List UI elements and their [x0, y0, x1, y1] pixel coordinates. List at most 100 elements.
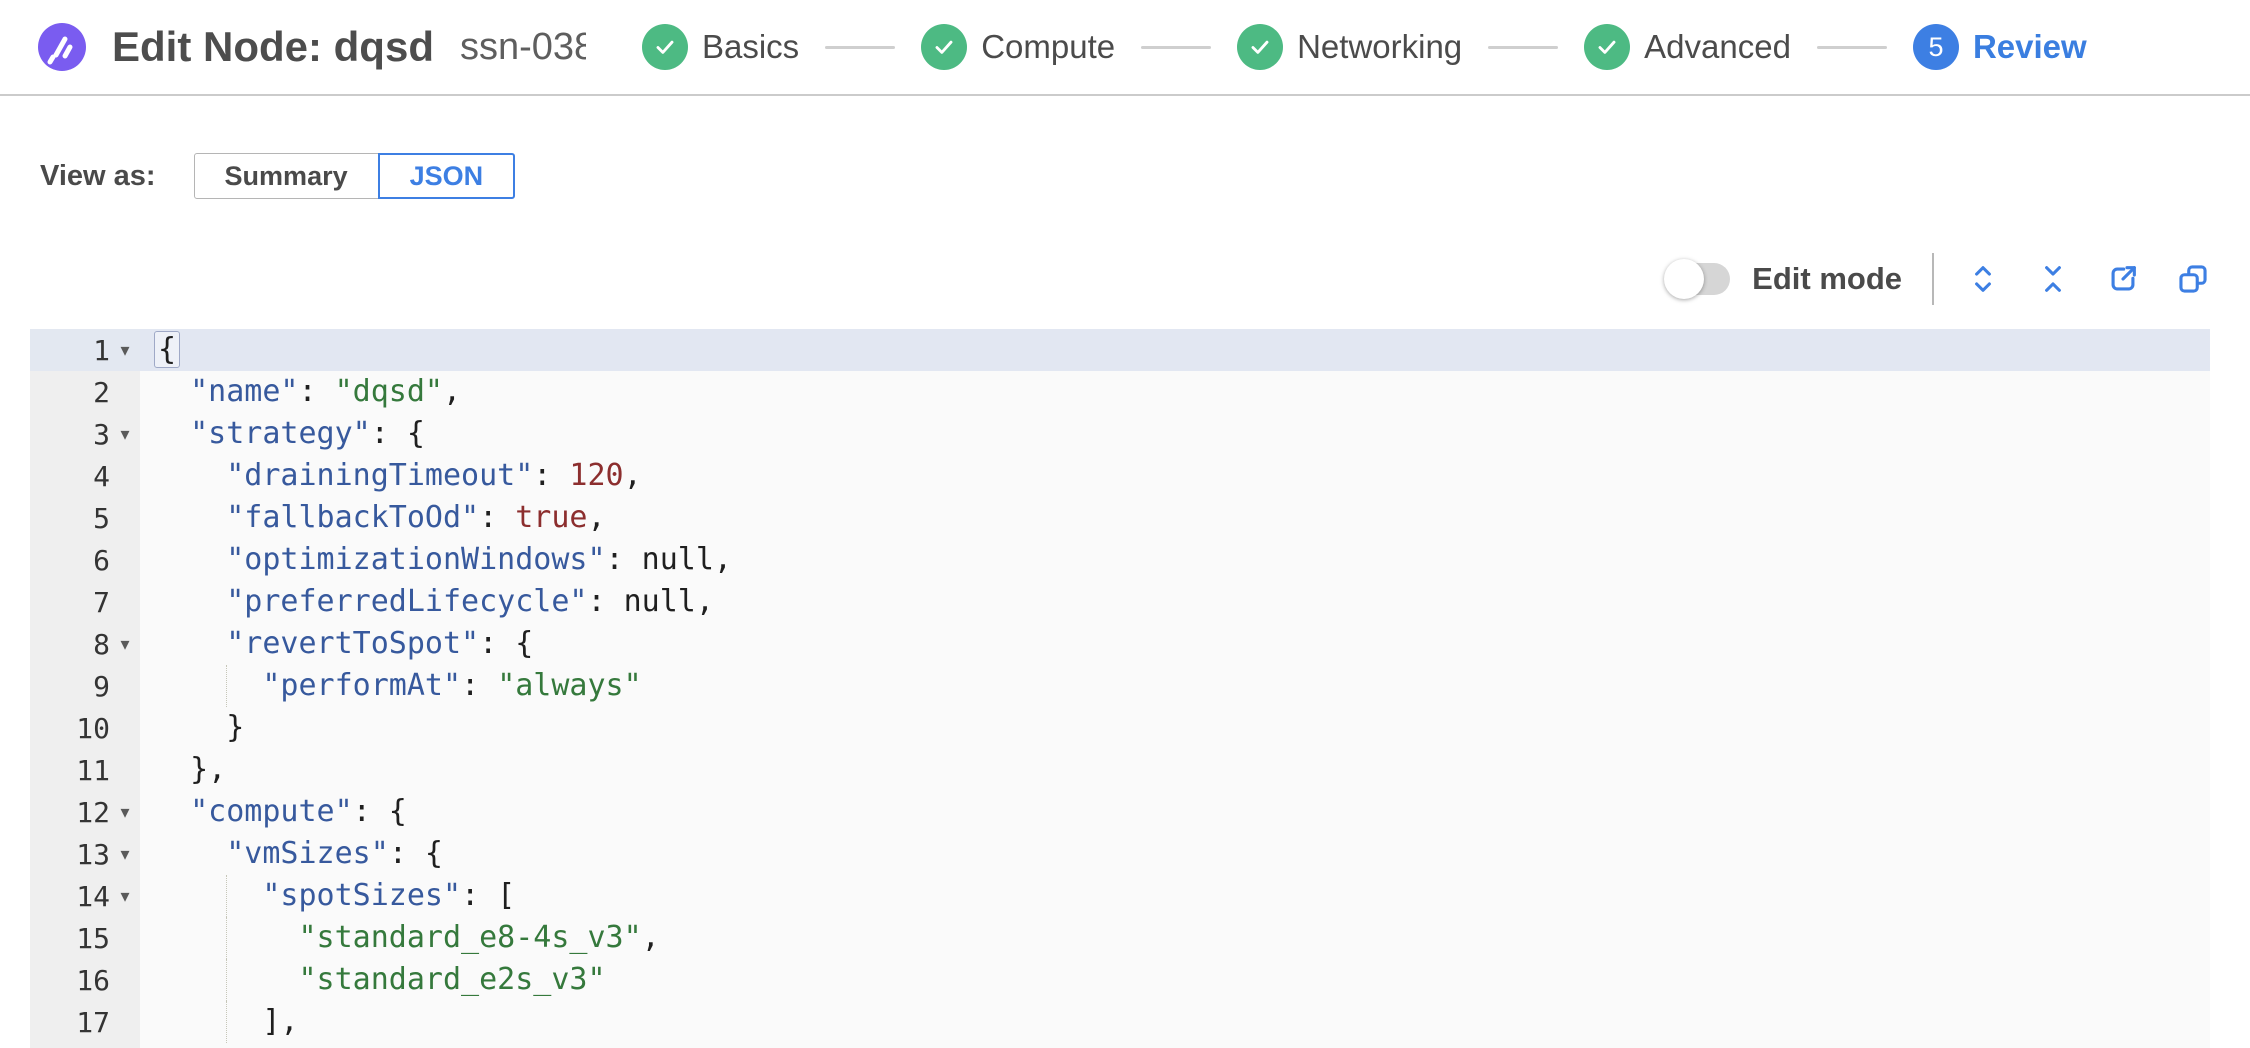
code-line[interactable]: { — [140, 329, 2210, 371]
code-token — [154, 878, 262, 913]
code-token — [154, 836, 226, 871]
toggle-knob[interactable] — [1664, 259, 1705, 299]
code-token: { — [154, 331, 181, 368]
code-token: , — [443, 374, 462, 409]
code-token: "standard_e2s_v3" — [298, 962, 606, 997]
code-token — [154, 500, 226, 535]
fold-arrow-icon[interactable]: ▾ — [120, 423, 130, 445]
line-number: 3 — [93, 417, 110, 451]
code-token: : — [298, 374, 335, 409]
code-token: : — [533, 458, 570, 493]
step-compute[interactable]: Compute — [921, 24, 1115, 70]
code-line[interactable]: "spotSizes": [ — [140, 875, 2210, 917]
fold-arrow-icon[interactable]: ▾ — [120, 339, 130, 361]
gutter-cell: 2 — [30, 371, 140, 413]
step-networking[interactable]: Networking — [1237, 24, 1462, 70]
expand-vertical-icon[interactable] — [1966, 262, 2000, 296]
fold-arrow-icon[interactable]: ▾ — [120, 633, 130, 655]
fold-arrow-icon[interactable]: ▾ — [120, 801, 130, 823]
step-connector — [1488, 45, 1559, 49]
line-number: 16 — [76, 963, 110, 997]
step-connector — [1816, 45, 1887, 49]
code-token: : — [587, 584, 624, 619]
code-token: "dqsd" — [334, 374, 443, 409]
step-label: Advanced — [1644, 28, 1791, 65]
step-basics[interactable]: Basics — [641, 24, 799, 70]
edit-mode-toggle[interactable] — [1664, 259, 1731, 299]
code-line[interactable]: ], — [140, 1001, 2210, 1043]
check-icon — [641, 24, 688, 70]
code-token: : — [461, 668, 498, 703]
export-icon[interactable] — [2106, 262, 2140, 296]
code-token — [154, 584, 226, 619]
step-label: Networking — [1297, 28, 1463, 65]
fold-arrow-icon[interactable]: ▾ — [120, 885, 130, 907]
editor-toolbar: Edit mode — [0, 249, 2210, 309]
gutter-cell: 9 — [30, 665, 140, 707]
code-line[interactable]: }, — [140, 749, 2210, 791]
line-number: 5 — [93, 501, 110, 535]
copy-icon[interactable] — [2176, 262, 2210, 296]
code-token: "drainingTimeout" — [226, 458, 534, 493]
code-line[interactable]: "strategy": { — [140, 413, 2210, 455]
code-line[interactable]: "standard_e2s_v3" — [140, 959, 2210, 1001]
code-token: : { — [479, 626, 534, 661]
code-line[interactable]: "optimizationWindows": null, — [140, 539, 2210, 581]
gutter-cell: 5 — [30, 497, 140, 539]
indent-guide — [226, 1001, 228, 1043]
code-token: null — [641, 542, 714, 577]
line-number: 2 — [93, 375, 110, 409]
step-connector — [1141, 45, 1212, 49]
gutter-cell: 10 — [30, 707, 140, 749]
code-token: 120 — [569, 458, 624, 493]
step-label: Compute — [981, 28, 1116, 65]
indent-guide — [226, 959, 228, 1001]
code-line[interactable]: "name": "dqsd", — [140, 371, 2210, 413]
code-token: : { — [352, 794, 407, 829]
gutter-cell: 17 — [30, 1001, 140, 1043]
json-button[interactable]: JSON — [377, 153, 516, 199]
code-token: } — [154, 710, 245, 745]
collapse-vertical-icon[interactable] — [2036, 262, 2070, 296]
code-line[interactable]: "fallbackToOd": true, — [140, 497, 2210, 539]
step-advanced[interactable]: Advanced — [1584, 24, 1791, 70]
gutter-cell: 8▾ — [30, 623, 140, 665]
line-number: 14 — [76, 879, 110, 913]
code-token: }, — [154, 752, 227, 787]
page-title: Edit Node: dqsd — [112, 23, 434, 70]
code-token — [154, 374, 190, 409]
step-label: Review — [1972, 28, 2087, 65]
fold-arrow-icon[interactable]: ▾ — [120, 843, 130, 865]
step-review[interactable]: 5 Review — [1912, 24, 2087, 70]
view-as-row: View as: Summary JSON — [40, 153, 2250, 199]
code-line[interactable]: } — [140, 707, 2210, 749]
wizard-stepper: Basics Compute Networking Advanced 5 — [641, 24, 2087, 70]
code-token — [154, 668, 262, 703]
code-token: "compute" — [190, 794, 353, 829]
code-line[interactable]: "revertToSpot": { — [140, 623, 2210, 665]
code-token: null — [623, 584, 696, 619]
code-token: : { — [388, 836, 443, 871]
gutter-cell: 13▾ — [30, 833, 140, 875]
code-token — [154, 542, 226, 577]
code-token: , — [623, 458, 642, 493]
code-token — [154, 794, 190, 829]
code-token — [154, 458, 226, 493]
code-line[interactable]: "vmSizes": { — [140, 833, 2210, 875]
code-line[interactable]: "performAt": "always" — [140, 665, 2210, 707]
check-icon — [921, 24, 968, 70]
code-line[interactable]: "compute": { — [140, 791, 2210, 833]
line-number: 8 — [93, 627, 110, 661]
code-line[interactable]: "standard_e8-4s_v3", — [140, 917, 2210, 959]
code-line[interactable]: "preferredLifecycle": null, — [140, 581, 2210, 623]
gutter-cell: 7 — [30, 581, 140, 623]
code-line[interactable]: "drainingTimeout": 120, — [140, 455, 2210, 497]
code-token: : [ — [461, 878, 516, 913]
view-as-label: View as: — [40, 159, 156, 192]
code-token — [154, 626, 226, 661]
summary-button[interactable]: Summary — [193, 153, 379, 199]
indent-guide — [226, 875, 228, 917]
code-area[interactable]: { "name": "dqsd", "strategy": { "drainin… — [140, 329, 2210, 1048]
